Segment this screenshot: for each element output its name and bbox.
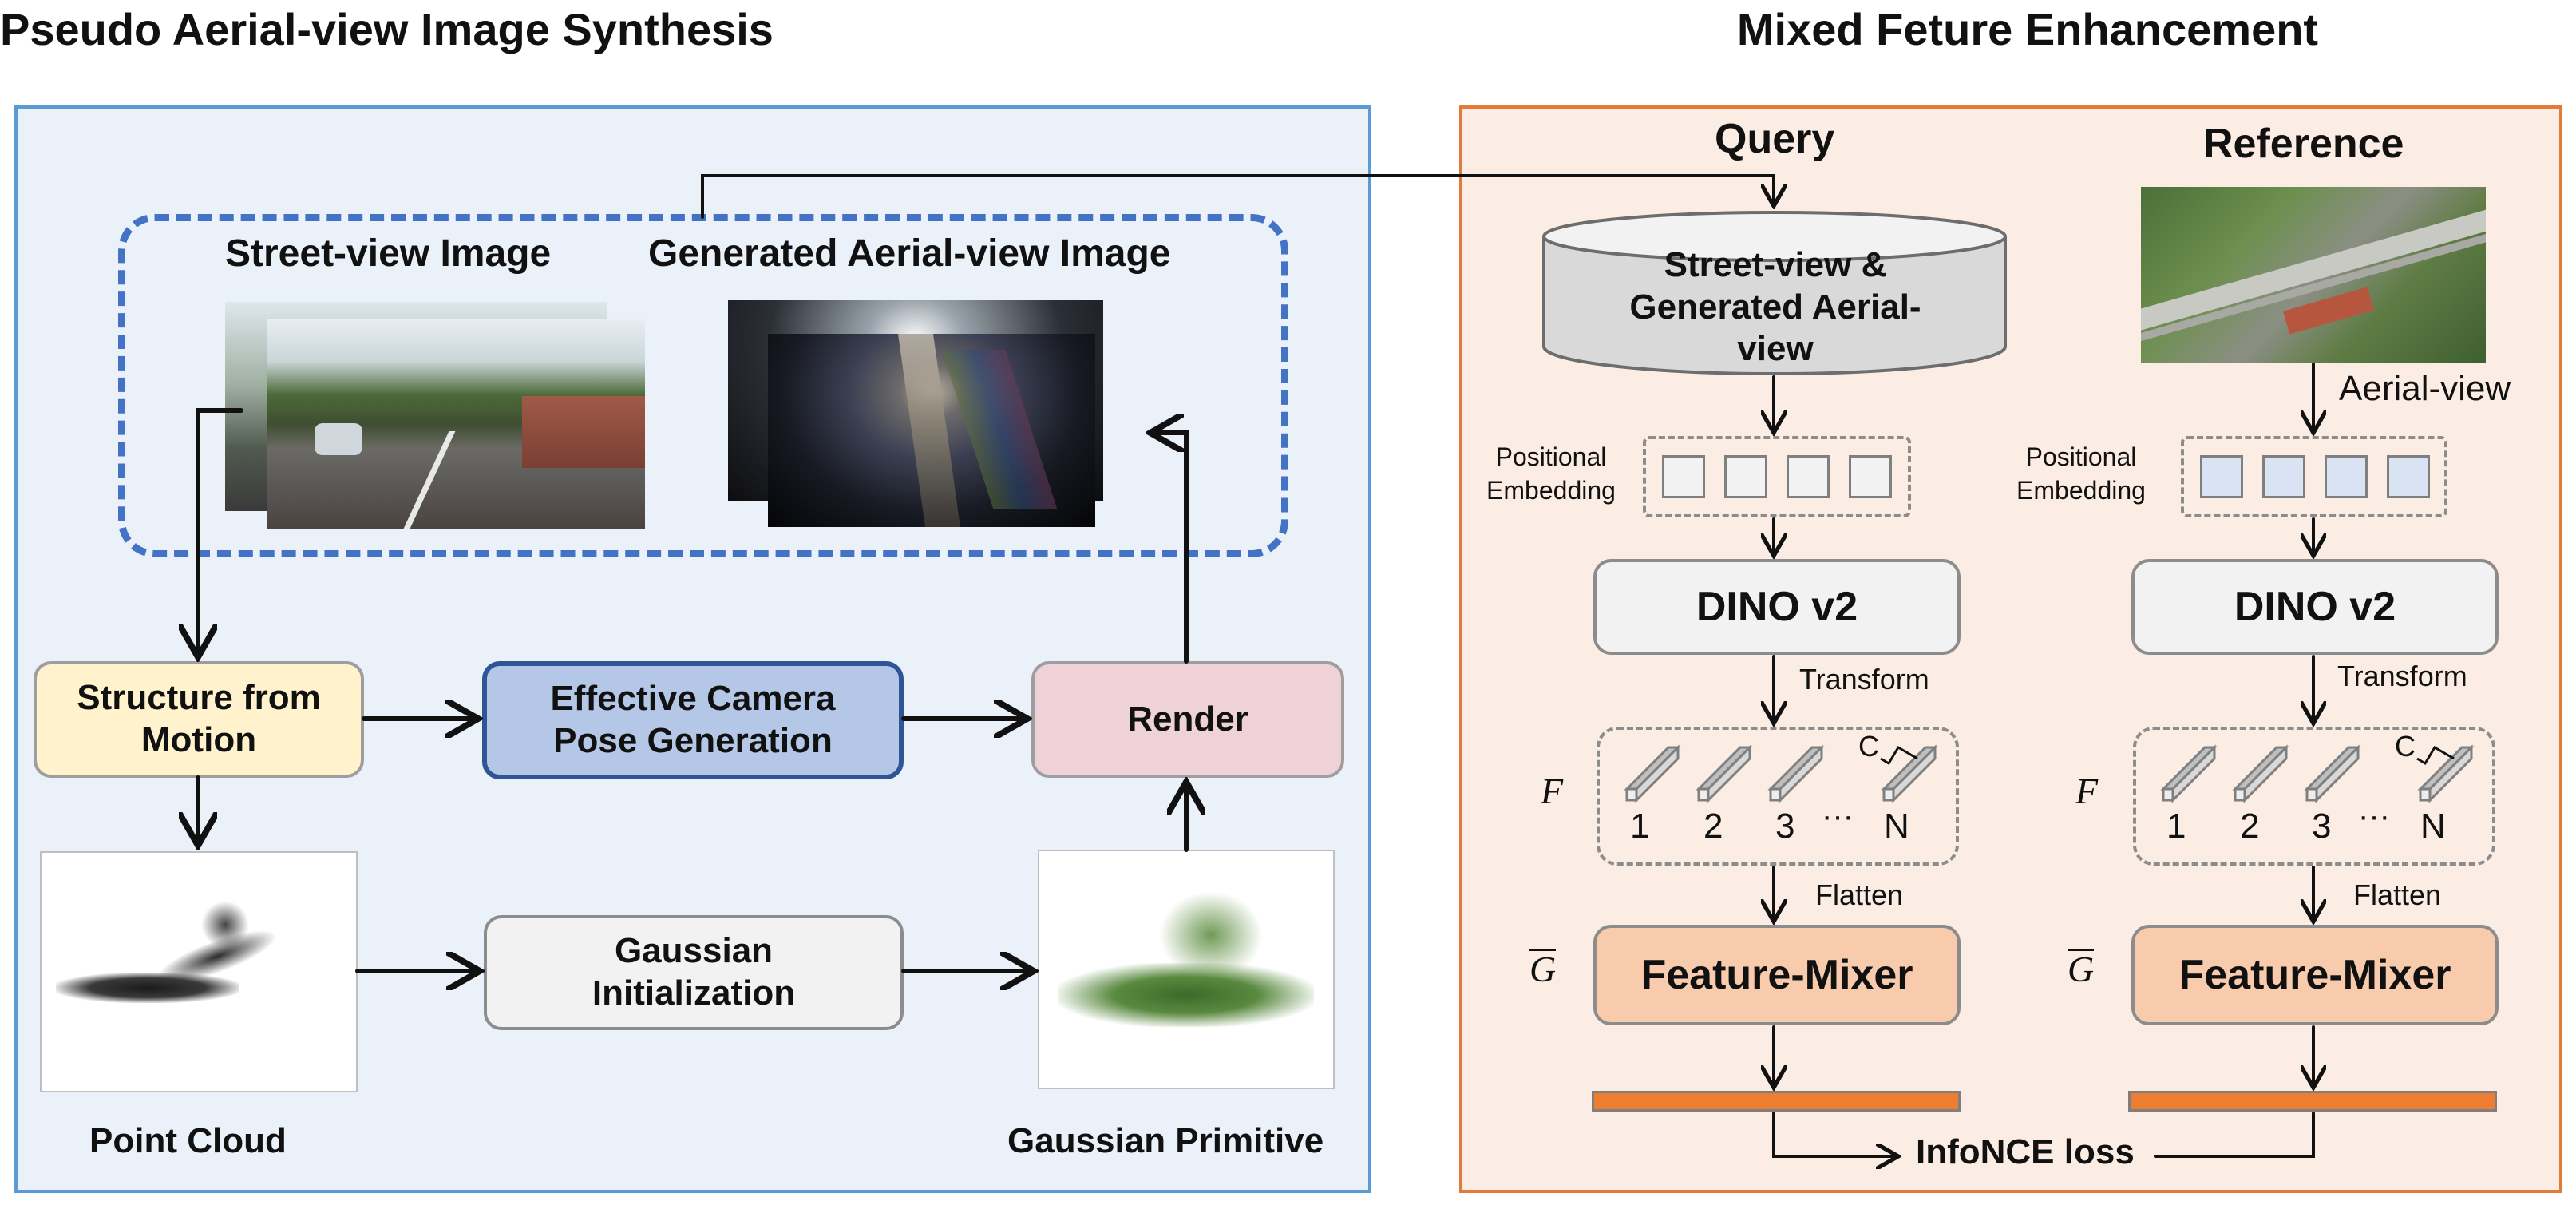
generated-aerial-photo xyxy=(768,334,1095,527)
query-feature-token xyxy=(1881,744,1938,803)
query-feature-token xyxy=(1767,744,1825,803)
arrow-street-to-sfm xyxy=(198,408,243,655)
gaussian-primitive-label: Gaussian Primitive xyxy=(1007,1121,1324,1160)
query-positional-embedding-label: Positional Embedding xyxy=(1486,442,1616,505)
arrow-images-to-query-db xyxy=(701,174,1774,219)
reference-transform-label: Transform xyxy=(2337,660,2467,692)
right-section-title: Mixed Feture Enhancement xyxy=(1736,4,2319,54)
reference-embedding-token xyxy=(2387,455,2430,498)
effective-camera-pose-box: Effective Camera Pose Generation xyxy=(482,661,904,779)
query-embedding-token xyxy=(1724,455,1767,498)
query-dino-box: DINO v2 xyxy=(1593,559,1961,655)
query-embedding-token xyxy=(1662,455,1705,498)
point-cloud-image xyxy=(40,851,358,1092)
reference-feature-group xyxy=(2133,727,2495,866)
query-token-label: 3 xyxy=(1775,807,1795,846)
reference-token-label: 2 xyxy=(2240,807,2260,846)
query-token-label: 1 xyxy=(1630,807,1650,846)
generated-aerial-image-label: Generated Aerial-view Image xyxy=(648,232,1171,275)
reference-embedding-group xyxy=(2181,436,2447,517)
reference-dino-box: DINO v2 xyxy=(2131,559,2499,655)
reference-embedding-token xyxy=(2262,455,2305,498)
reference-embedding-token xyxy=(2325,455,2368,498)
query-embedding-group xyxy=(1643,436,1911,517)
query-ellipsis: ··· xyxy=(1822,799,1854,834)
reference-feature-token xyxy=(2160,744,2218,803)
street-view-photo xyxy=(267,319,645,529)
aerial-view-label: Aerial-view xyxy=(2339,369,2511,408)
query-transform-label: Transform xyxy=(1799,663,1929,696)
query-database-cylinder xyxy=(1542,211,2007,375)
point-cloud-label: Point Cloud xyxy=(89,1121,287,1160)
reference-feature-token xyxy=(2417,744,2475,803)
reference-ellipsis: ··· xyxy=(2358,799,2390,834)
reference-descriptor-bar xyxy=(2128,1091,2497,1112)
reference-feature-token xyxy=(2232,744,2289,803)
query-c-label: C xyxy=(1858,730,1879,763)
query-g-symbol-text: G xyxy=(1529,949,1557,989)
reference-embedding-token xyxy=(2200,455,2243,498)
reference-g-symbol-text: G xyxy=(2068,949,2095,989)
query-feature-token xyxy=(1624,744,1681,803)
reference-token-label: N xyxy=(2420,807,2446,846)
query-feature-group xyxy=(1597,727,1959,866)
reference-token-label: 3 xyxy=(2312,807,2332,846)
reference-token-label: 1 xyxy=(2166,807,2186,846)
reference-channel-bracket xyxy=(2416,745,2455,766)
query-feature-token xyxy=(1696,744,1753,803)
reference-c-label: C xyxy=(2395,730,2416,763)
reference-positional-embedding-label: Positional Embedding xyxy=(2016,442,2146,505)
arrow-render-to-generated xyxy=(1153,433,1189,664)
reference-feature-token xyxy=(2304,744,2361,803)
connector-ref-bar-to-infonce xyxy=(2154,1112,2315,1158)
query-flatten-label: Flatten xyxy=(1815,878,1904,911)
reference-aerial-photo xyxy=(2141,187,2486,363)
query-token-label: 2 xyxy=(1703,807,1723,846)
query-descriptor-bar xyxy=(1592,1091,1961,1112)
infonce-loss-label: InfoNCE loss xyxy=(1916,1132,2135,1171)
street-view-image-label: Street-view Image xyxy=(225,232,552,275)
query-f-symbol: F xyxy=(1541,771,1564,811)
reference-f-symbol: F xyxy=(2075,771,2099,811)
arrow-query-bar-to-infonce xyxy=(1772,1112,1897,1156)
query-embedding-token xyxy=(1787,455,1830,498)
query-title: Query xyxy=(1715,116,1835,162)
query-feature-mixer-box: Feature-Mixer xyxy=(1593,925,1961,1025)
left-section-title: Pseudo Aerial-view Image Synthesis xyxy=(0,4,774,54)
query-g-symbol: G xyxy=(1529,949,1557,989)
reference-title: Reference xyxy=(2203,121,2404,167)
reference-flatten-label: Flatten xyxy=(2353,878,2442,911)
query-channel-bracket xyxy=(1880,745,1918,766)
reference-g-symbol: G xyxy=(2068,949,2095,989)
gaussian-initialization-box: Gaussian Initialization xyxy=(484,915,904,1030)
structure-from-motion-box: Structure from Motion xyxy=(34,661,364,778)
query-embedding-token xyxy=(1849,455,1892,498)
query-token-label: N xyxy=(1884,807,1909,846)
reference-feature-mixer-box: Feature-Mixer xyxy=(2131,925,2499,1025)
